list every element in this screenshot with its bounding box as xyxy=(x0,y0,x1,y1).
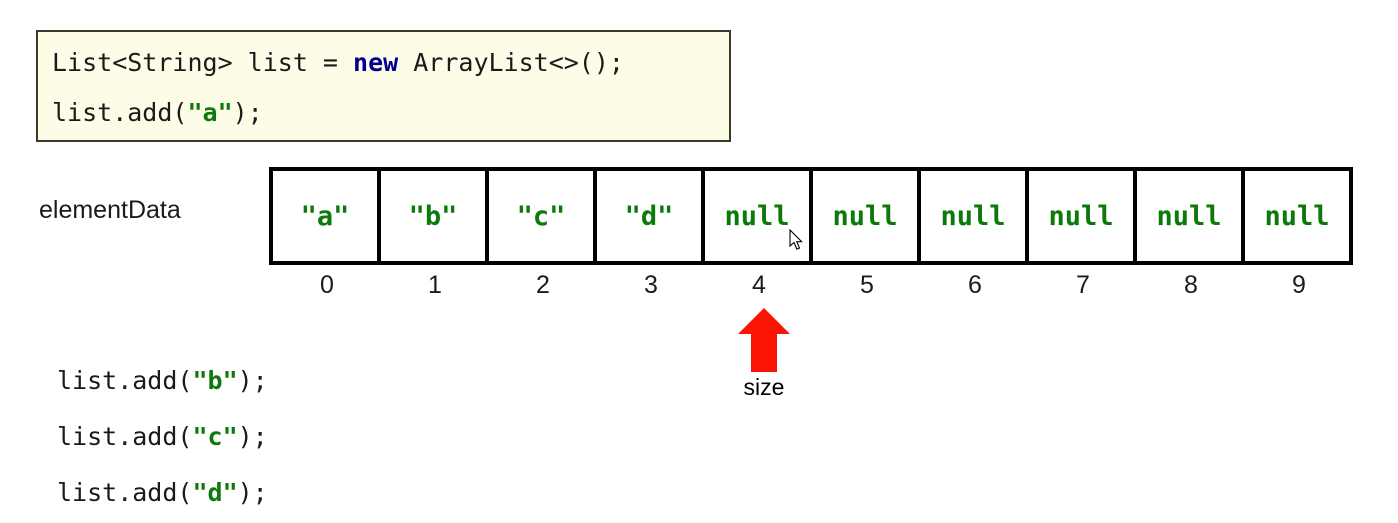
code-text-part: list.add( xyxy=(52,98,188,127)
array-index-label: 5 xyxy=(860,271,874,299)
array-cell[interactable]: "d" xyxy=(597,171,705,261)
code-line-add-a: list.add("a"); xyxy=(52,98,263,127)
array-cell[interactable]: null xyxy=(1029,171,1137,261)
array-cell[interactable]: "a" xyxy=(273,171,381,261)
code-line-add-b: list.add("b"); xyxy=(57,366,268,395)
code-string-literal: "d" xyxy=(192,478,238,507)
up-arrow-icon xyxy=(738,308,790,372)
code-text-part: list.add( xyxy=(57,478,193,507)
array-cell[interactable]: null xyxy=(813,171,921,261)
code-text-part: ); xyxy=(237,478,268,507)
array-index-label: 0 xyxy=(320,271,334,299)
code-string-literal: "c" xyxy=(192,422,238,451)
code-snippet-box-top: List<String> list = new ArrayList<>(); l… xyxy=(36,30,731,142)
array-cell[interactable]: null xyxy=(1245,171,1349,261)
array-index-label: 8 xyxy=(1184,271,1198,299)
array-index-label: 6 xyxy=(968,271,982,299)
code-text-part: ); xyxy=(237,422,268,451)
code-text-part: list.add( xyxy=(57,366,193,395)
code-string-literal: "a" xyxy=(187,98,233,127)
size-pointer-label: size xyxy=(743,374,785,400)
code-line-add-c: list.add("c"); xyxy=(57,422,268,451)
array-cell[interactable]: null xyxy=(921,171,1029,261)
code-line-declaration: List<String> list = new ArrayList<>(); xyxy=(52,48,624,77)
code-line-add-d: list.add("d"); xyxy=(57,478,268,507)
array-cell-row: "a" "b" "c" "d" null null null null null… xyxy=(269,167,1353,265)
code-text-part: List<String> list = xyxy=(52,48,354,77)
array-cell[interactable]: null xyxy=(705,171,813,261)
array-cell[interactable]: "c" xyxy=(489,171,597,261)
code-text-part: ); xyxy=(237,366,268,395)
code-text-part: ArrayList<>(); xyxy=(398,48,624,77)
array-index-label: 4 xyxy=(752,271,766,299)
array-cell[interactable]: "b" xyxy=(381,171,489,261)
array-index-label: 3 xyxy=(644,271,658,299)
array-index-label: 7 xyxy=(1076,271,1090,299)
code-text-part: ); xyxy=(232,98,263,127)
code-text-part: list.add( xyxy=(57,422,193,451)
element-data-array: "a" "b" "c" "d" null null null null null… xyxy=(269,167,1353,265)
array-cell[interactable]: null xyxy=(1137,171,1245,261)
array-index-label: 2 xyxy=(536,271,550,299)
array-index-label: 1 xyxy=(428,271,442,299)
code-string-literal: "b" xyxy=(192,366,238,395)
array-index-row: 0 1 2 3 4 5 6 7 8 9 xyxy=(273,271,1353,300)
code-keyword-new: new xyxy=(353,48,399,77)
array-index-label: 9 xyxy=(1292,271,1306,299)
array-name-label: elementData xyxy=(39,196,181,224)
